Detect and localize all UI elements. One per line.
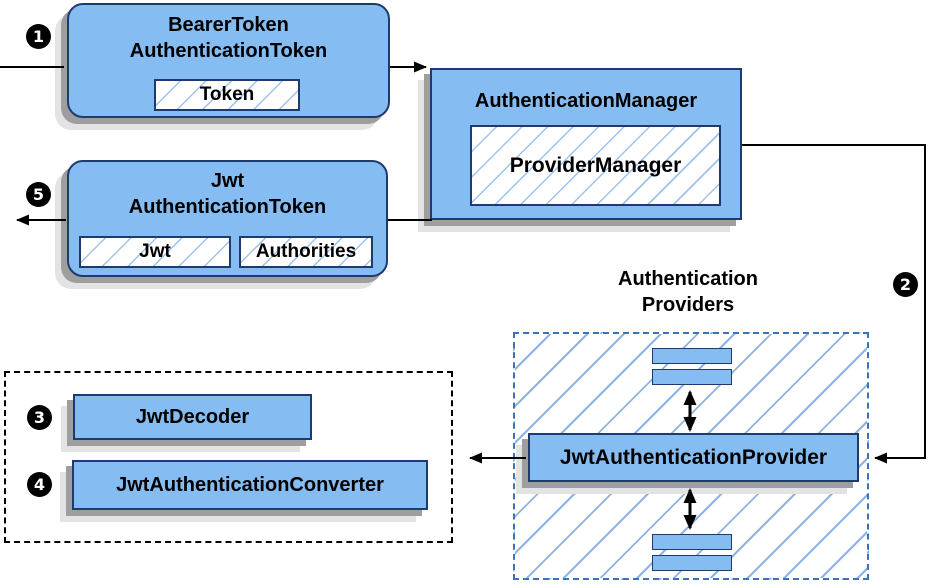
- provider-manager-field: ProviderManager: [470, 125, 721, 206]
- jwt-decoder-node: JwtDecoder: [73, 394, 312, 440]
- jwt-field: Jwt: [79, 236, 231, 268]
- step-5-badge: 5: [26, 182, 51, 207]
- jwt-authentication-provider-node: JwtAuthenticationProvider: [528, 433, 859, 482]
- step-1-badge: 1: [26, 24, 51, 49]
- step-2-badge: 2: [893, 272, 918, 297]
- authorities-field: Authorities: [239, 236, 373, 268]
- authentication-providers-label: Authentication Providers: [618, 268, 758, 316]
- jwt-authentication-converter-node: JwtAuthenticationConverter: [72, 460, 428, 510]
- provider-stack-bar-bottom-2: [652, 555, 732, 571]
- step-4-badge: 4: [27, 472, 52, 497]
- bearer-token-node: BearerToken AuthenticationToken Token: [67, 3, 390, 118]
- token-field: Token: [154, 79, 300, 111]
- provider-stack-bar-top-1: [652, 348, 732, 364]
- jwt-authentication-token-node: Jwt AuthenticationToken Jwt Authorities: [67, 160, 388, 277]
- provider-stack-bar-top-2: [652, 369, 732, 385]
- provider-stack-bar-bottom-1: [652, 534, 732, 550]
- bearer-token-title: BearerToken AuthenticationToken: [129, 14, 328, 62]
- step-3-badge: 3: [27, 405, 52, 430]
- jwt-authentication-token-title: Jwt AuthenticationToken: [128, 170, 327, 218]
- authentication-manager-title: AuthenticationManager: [474, 90, 698, 112]
- authentication-manager-node: AuthenticationManager ProviderManager: [430, 68, 742, 220]
- decoder-converter-group-box: [4, 371, 453, 543]
